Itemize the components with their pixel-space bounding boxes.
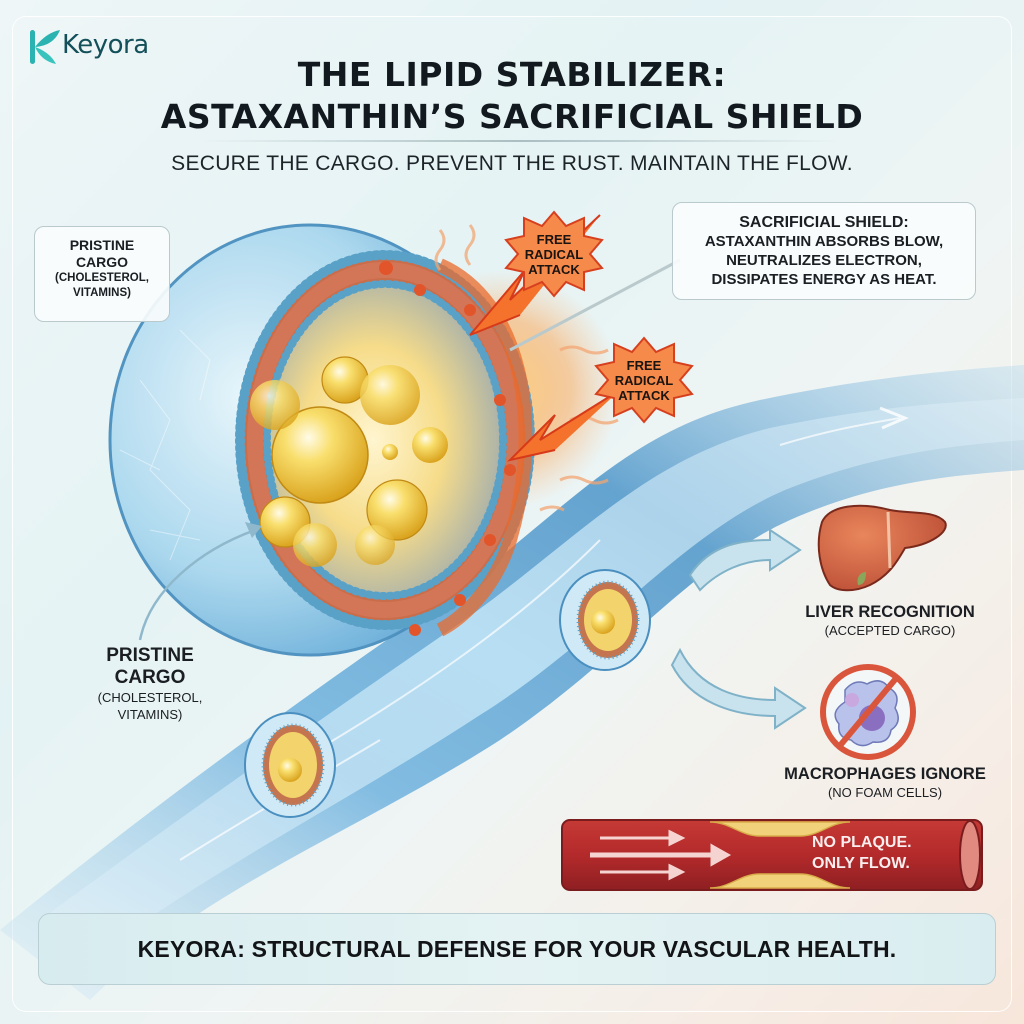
label-text: (CHOLESTEROL, <box>97 690 203 705</box>
title-divider <box>200 140 840 142</box>
outcome-title: LIVER RECOGNITION <box>805 603 975 621</box>
brand-name: Keyora <box>62 30 149 60</box>
burst-text: RADICAL <box>524 247 584 262</box>
cargo-pointer-arrow <box>138 528 256 641</box>
outcome-liver: LIVER RECOGNITION (ACCEPTED CARGO) <box>770 602 1010 639</box>
callout-heading: SACRIFICIAL SHIELD: <box>739 214 909 231</box>
callout-text: DISSIPATES ENERGY AS HEAT. <box>711 271 937 288</box>
free-radical-burst-2 <box>506 336 694 462</box>
lipoprotein-particle-small-2 <box>244 712 336 818</box>
label-text: VITAMINS) <box>117 707 183 722</box>
callout-text: NEUTRALIZES ELECTRON, <box>726 252 922 269</box>
label-text: CARGO <box>114 667 186 688</box>
healthy-artery-illustration <box>561 819 983 891</box>
title-line-1: THE LIPID STABILIZER: <box>297 55 727 94</box>
burst-text: RADICAL <box>614 373 674 388</box>
burst-text: ATTACK <box>528 262 580 277</box>
burst-text: FREE <box>536 232 572 247</box>
liver-icon <box>817 504 947 592</box>
outcome-subtitle: (ACCEPTED CARGO) <box>824 623 956 638</box>
callout-text: VITAMINS) <box>73 287 131 299</box>
callout-pristine-cargo-top: PRISTINE CARGO (CHOLESTEROL, VITAMINS) <box>34 226 170 322</box>
page-title: THE LIPID STABILIZER: ASTAXANTHIN’S SACR… <box>0 54 1024 138</box>
free-radical-label-2: FREE RADICAL ATTACK <box>610 358 678 403</box>
footer-banner: KEYORA: STRUCTURAL DEFENSE FOR YOUR VASC… <box>38 913 996 985</box>
callout-text: PRISTINE <box>69 237 135 253</box>
free-radical-burst-1 <box>469 210 604 336</box>
artery-caption: NO PLAQUE. ONLY FLOW. <box>812 832 962 874</box>
footer-banner-text: KEYORA: STRUCTURAL DEFENSE FOR YOUR VASC… <box>137 935 897 962</box>
lipoprotein-particle-small-1 <box>559 569 651 671</box>
callout-text: CARGO <box>75 254 129 270</box>
burst-text: FREE <box>626 358 662 373</box>
macrophage-prohibited-icon <box>820 664 916 760</box>
callout-text: (CHOLESTEROL, <box>55 272 149 284</box>
callout-text: ASTAXANTHIN ABSORBS BLOW, <box>704 233 944 250</box>
outcome-subtitle: (NO FOAM CELLS) <box>827 785 943 800</box>
burst-text: ATTACK <box>618 388 670 403</box>
shield-callout-pointer <box>509 258 681 352</box>
label-pristine-cargo-bottom: PRISTINE CARGO (CHOLESTEROL, VITAMINS) <box>60 645 240 723</box>
title-line-2: ASTAXANTHIN’S SACRIFICIAL SHIELD <box>160 97 864 136</box>
free-radical-label-1: FREE RADICAL ATTACK <box>520 232 588 277</box>
artery-caption-line: NO PLAQUE. <box>812 834 912 851</box>
outcome-title: MACROPHAGES IGNORE <box>784 765 986 783</box>
label-text: PRISTINE <box>106 645 194 666</box>
brand-logo: Keyora <box>62 30 149 60</box>
arrow-to-macrophage <box>670 647 807 730</box>
artery-caption-line: ONLY FLOW. <box>812 855 910 872</box>
outcome-macrophage: MACROPHAGES IGNORE (NO FOAM CELLS) <box>754 764 1016 801</box>
keyora-logo-icon <box>30 30 60 64</box>
arrow-to-liver <box>688 528 802 592</box>
page-subtitle: SECURE THE CARGO. PREVENT THE RUST. MAIN… <box>171 152 853 175</box>
callout-sacrificial-shield: SACRIFICIAL SHIELD: ASTAXANTHIN ABSORBS … <box>672 202 976 300</box>
lipoprotein-particle-main <box>108 223 620 657</box>
